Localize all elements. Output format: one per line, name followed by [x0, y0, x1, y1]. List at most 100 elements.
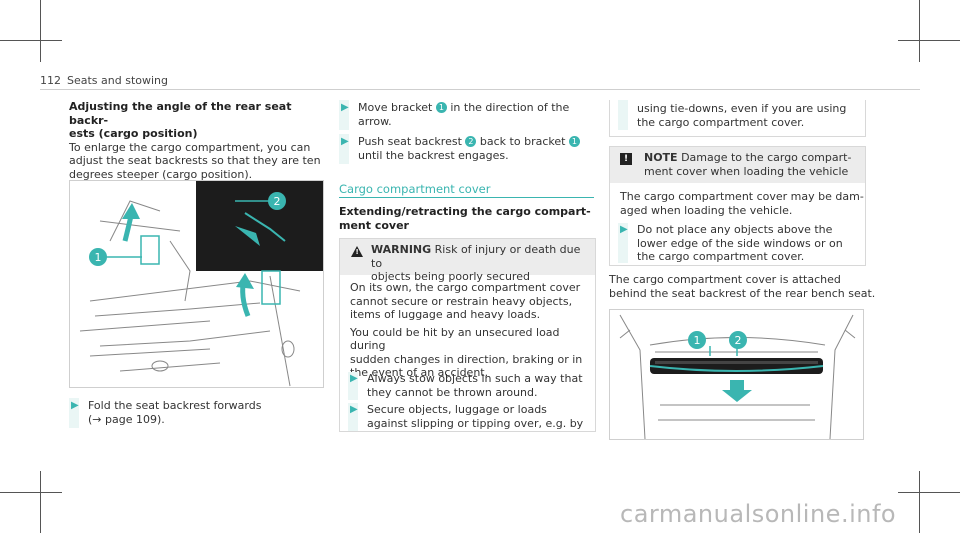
section-title: Cargo compartment cover [339, 182, 491, 196]
paragraph-line: The cargo compartment cover is attached [609, 273, 841, 286]
step-move-bracket: Move bracket 1 in the direction of the a… [358, 101, 569, 128]
step-text: back to bracket [479, 135, 566, 148]
warning-title-line: objects being poorly secured [371, 270, 530, 283]
callout-1: 1 [95, 251, 102, 264]
step-bar [348, 403, 358, 431]
warning-continued-line: the cargo compartment cover. [637, 115, 805, 129]
note-body-line: aged when loading the vehicle. [620, 203, 793, 217]
warning-label: WARNING [371, 243, 432, 256]
warning-box: WARNING Risk of injury or death due to o… [339, 238, 596, 432]
sub-heading: Extending/retracting the cargo compart- … [339, 205, 591, 232]
warning-bullet-line: they cannot be thrown around. [367, 385, 538, 399]
step-bar [618, 100, 628, 130]
note-box: ! NOTE Damage to the cargo compart- ment… [609, 146, 866, 266]
note-bullet-line: Do not place any objects above the [637, 223, 833, 236]
warning-body-line: sudden changes in direction, braking or … [350, 352, 583, 366]
warning-body: On its own, the cargo compartment cover … [350, 281, 595, 380]
warning-continued-line: using tie-downs, even if you are using [637, 102, 847, 115]
warning-continued-box: using tie-downs, even if you are using t… [609, 100, 866, 137]
warning-icon [351, 246, 363, 257]
crop-mark [0, 40, 62, 41]
note-title-line: ment cover when loading the vehicle [644, 164, 849, 178]
note-body-line: The cargo compartment cover may be dam- [620, 190, 864, 203]
callout-1: 1 [694, 334, 701, 347]
sub-heading-line: ment cover [339, 218, 409, 232]
warning-body-line: cannot secure or restrain heavy objects, [350, 294, 573, 308]
seat-backrest-illustration: 1 2 [79, 181, 323, 387]
warning-header: WARNING Risk of injury or death due to o… [340, 239, 595, 283]
note-title-line: Damage to the cargo compart- [681, 151, 852, 164]
callout-2-badge: 2 [465, 136, 477, 147]
crop-mark [40, 0, 41, 62]
warning-body-line: items of luggage and heavy loads. [350, 308, 541, 321]
warning-continued: using tie-downs, even if you are using t… [637, 102, 846, 129]
note-header: ! NOTE Damage to the cargo compart- ment… [610, 147, 865, 183]
watermark: carmanualsonline.info [620, 500, 897, 528]
step-push-backrest: Push seat backrest 2 back to bracket 1 u… [358, 135, 580, 162]
crop-mark [919, 471, 920, 533]
page-header: 112 Seats and stowing [40, 74, 168, 87]
note-body: The cargo compartment cover may be dam- … [620, 190, 864, 217]
callout-2: 2 [735, 334, 742, 347]
crop-mark [40, 471, 41, 533]
warning-bullet-line: Secure objects, luggage or loads [367, 403, 547, 416]
warning-title: WARNING Risk of injury or death due to o… [371, 243, 591, 284]
warning-bullet: Secure objects, luggage or loads against… [367, 403, 583, 430]
step-text: until the backrest engages. [358, 148, 509, 162]
crop-mark [898, 40, 960, 41]
sub-heading-line: Extending/retracting the cargo compart- [339, 205, 591, 218]
heading: Adjusting the angle of the rear seat bac… [69, 100, 292, 127]
note-title: NOTE Damage to the cargo compart- ment c… [644, 151, 862, 178]
crop-mark [919, 0, 920, 62]
step-text: in the direction of the [450, 101, 570, 114]
paragraph-line: behind the seat backrest of the rear ben… [609, 286, 876, 300]
note-bullet: Do not place any objects above the lower… [637, 223, 843, 264]
seat-backrest-figure: 1 2 [69, 180, 324, 388]
warning-body-line: You could be hit by an unsecured load du… [350, 325, 560, 353]
section-rule [339, 197, 594, 198]
bullet-arrow-icon: ▶ [350, 404, 358, 415]
step-bar [339, 100, 349, 130]
step-text: arrow. [358, 114, 392, 128]
header-rule [40, 89, 920, 90]
column-1: Adjusting the angle of the rear seat bac… [69, 100, 324, 181]
crop-mark [0, 492, 62, 493]
warning-bullet-line: Always stow objects in such a way that [367, 372, 583, 385]
step-arrow-icon: ▶ [341, 102, 349, 113]
cargo-cover-illustration: 1 2 [619, 314, 856, 439]
warning-title-line: Risk of injury or death due to [371, 243, 581, 270]
note-bullet-line: lower edge of the side windows or on [637, 236, 843, 250]
step-text: Push seat backrest [358, 135, 462, 148]
bullet-arrow-icon: ▶ [620, 224, 628, 235]
step-bar [618, 223, 628, 263]
callout-1-badge: 1 [568, 136, 580, 147]
note-label: NOTE [644, 151, 678, 164]
intro-line: To enlarge the cargo compartment, you ca… [69, 140, 311, 154]
step-bar [348, 372, 358, 400]
warning-body-line: the event of an accident. [350, 366, 489, 379]
page-reference[interactable]: (→ page 109). [88, 412, 165, 426]
step-text: Move bracket [358, 101, 433, 114]
step-arrow-icon: ▶ [71, 400, 79, 411]
warning-bullet-line: against slipping or tipping over, e.g. b… [367, 416, 584, 430]
crop-mark [898, 492, 960, 493]
cover-paragraph: The cargo compartment cover is attached … [609, 273, 875, 300]
callout-1-badge: 1 [435, 102, 447, 113]
step-fold-backrest: Fold the seat backrest forwards (→ page … [88, 399, 261, 426]
cargo-cover-figure: 1 2 [609, 309, 864, 440]
step-bar [69, 398, 79, 428]
section-name: Seats and stowing [67, 74, 169, 87]
callout-2: 2 [274, 195, 281, 208]
note-bullet-line: the cargo compartment cover. [637, 250, 805, 263]
heading: ests (cargo position) [69, 127, 198, 140]
warning-bullet: Always stow objects in such a way that t… [367, 372, 583, 399]
step-arrow-icon: ▶ [341, 136, 349, 147]
warning-body-line: On its own, the cargo compartment cover [350, 281, 581, 294]
intro-line: adjust the seat backrests so that they a… [69, 154, 321, 167]
step-bar [339, 134, 349, 164]
intro-line: degrees steeper (cargo position). [69, 167, 253, 181]
bullet-arrow-icon: ▶ [350, 373, 358, 384]
page-number: 112 [40, 74, 61, 87]
exclamation-icon: ! [620, 153, 632, 165]
step-text: Fold the seat backrest forwards [88, 399, 262, 412]
